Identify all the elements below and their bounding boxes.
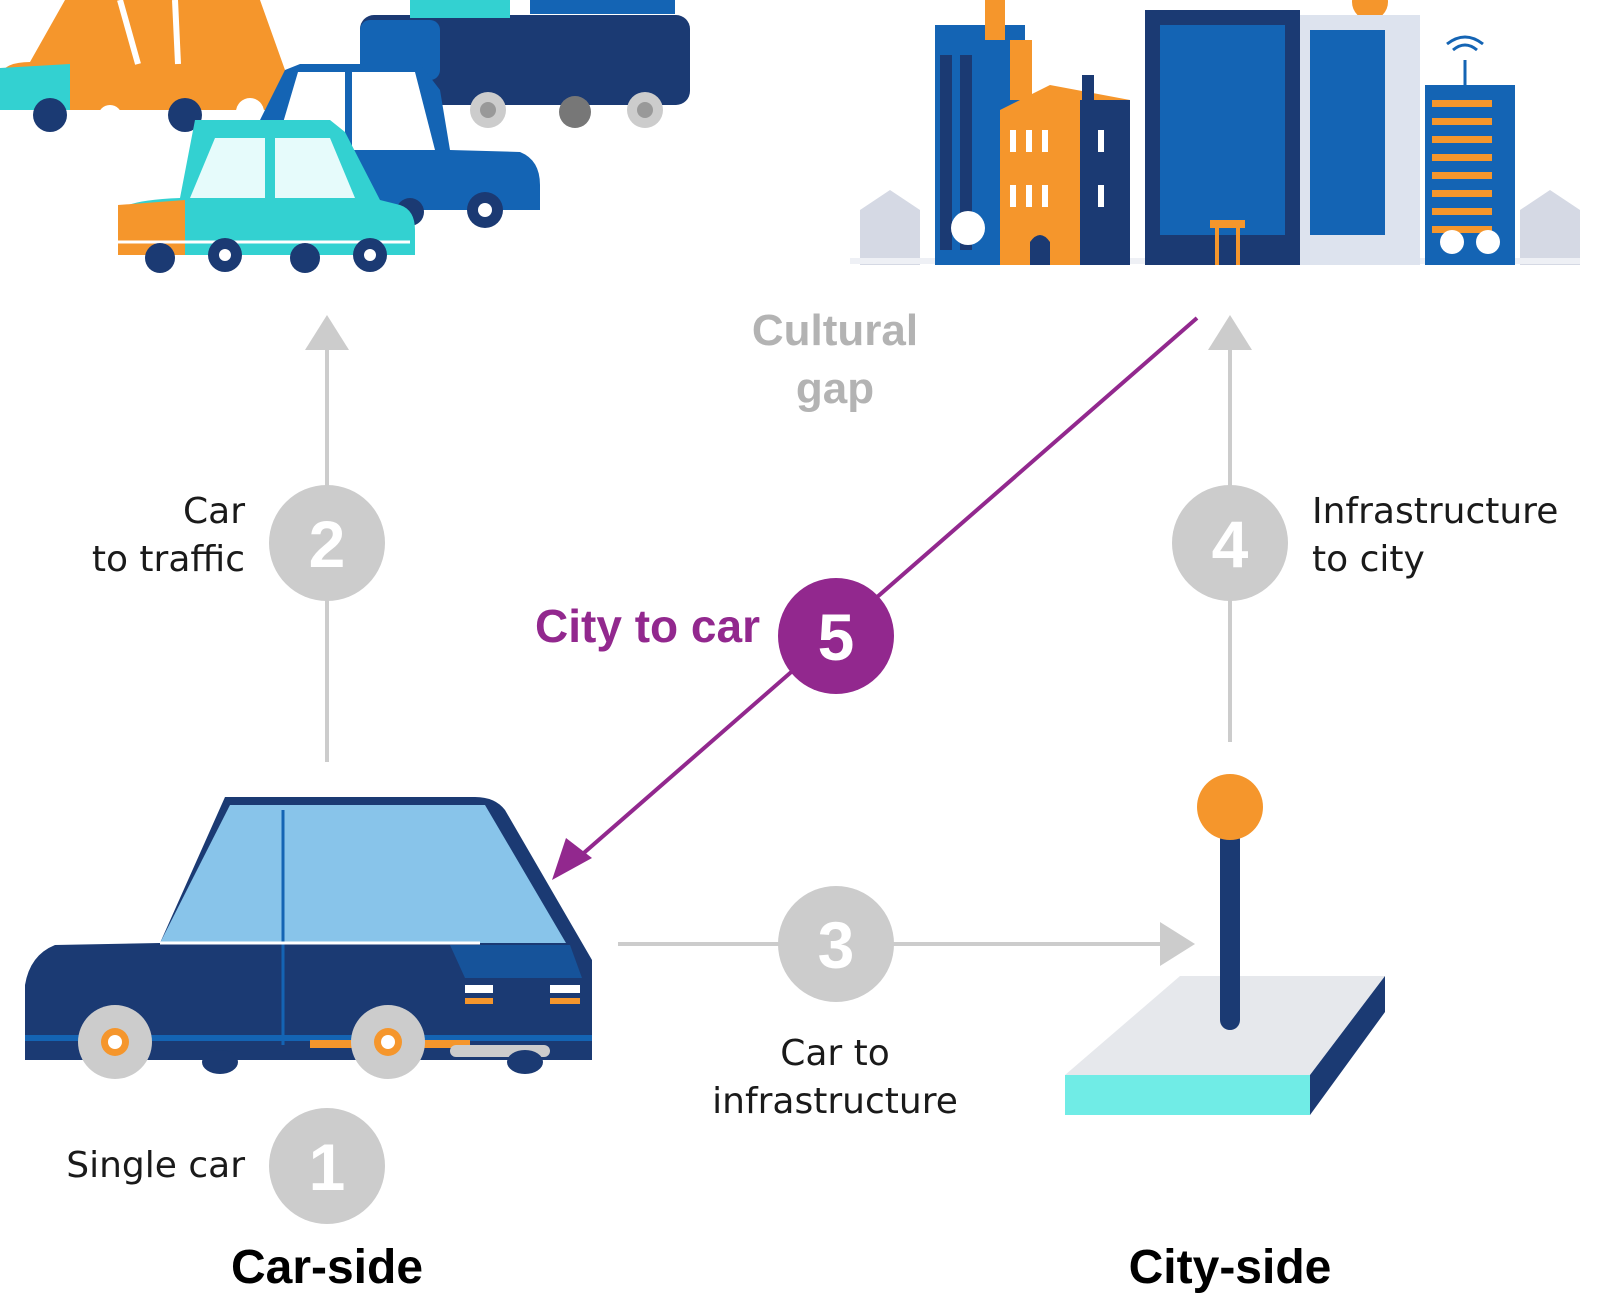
city-skyline-illustration: [850, 0, 1580, 265]
car-to-traffic-arrowhead: [305, 315, 349, 350]
step-circle-1: 1: [269, 1108, 385, 1224]
traffic-cars-illustration: [0, 0, 690, 273]
step-number-3: 3: [818, 908, 855, 982]
cultural-gap-line2: gap: [795, 364, 875, 413]
car-to-traffic-label: Car to traffic: [91, 491, 245, 580]
step-circle-4: 4: [1172, 485, 1288, 601]
car-to-infrastructure-label: Car to infrastructure: [712, 1033, 958, 1122]
step-circle-2: 2: [269, 485, 385, 601]
traffic-light-infrastructure-illustration: [1065, 774, 1385, 1115]
step-circle-5: 5: [778, 578, 894, 694]
step-number-5: 5: [818, 600, 855, 674]
step-number-2: 2: [309, 507, 346, 581]
infrastructure-to-city-label: Infrastructure to city: [1312, 491, 1559, 580]
step-number-1: 1: [309, 1130, 346, 1204]
city-to-car-arrowhead: [552, 838, 592, 880]
infrastructure-to-city-arrowhead: [1208, 315, 1252, 350]
car-side-label: Car-side: [230, 1241, 424, 1294]
city-side-label: City-side: [1128, 1241, 1332, 1294]
car-to-infrastructure-arrowhead: [1160, 922, 1195, 966]
step-circle-3: 3: [778, 886, 894, 1002]
city-to-car-arrow: [568, 316, 1199, 867]
step-number-4: 4: [1212, 507, 1249, 581]
car-illustration: [25, 797, 592, 1079]
cultural-gap-line1: Cultural: [751, 306, 919, 355]
city-to-car-label: City to car: [535, 600, 760, 652]
cultural-gap-label: Cultural gap: [700, 302, 970, 418]
single-car-label: Single car: [66, 1145, 245, 1186]
